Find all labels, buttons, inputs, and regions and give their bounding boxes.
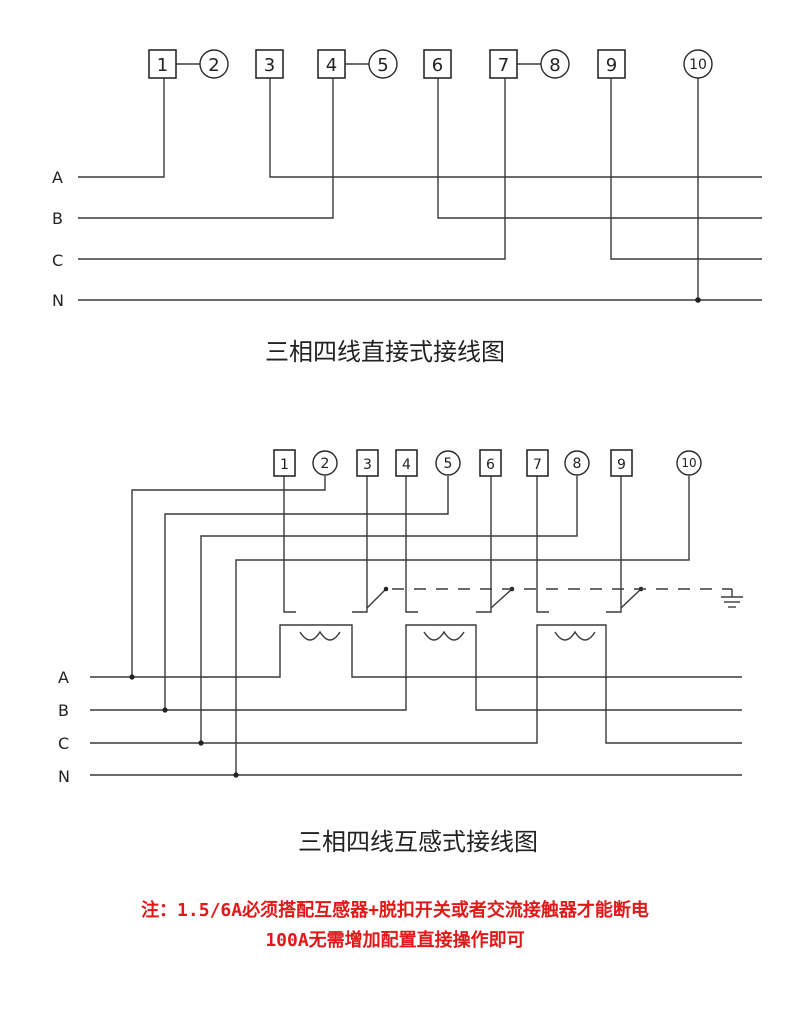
ground-link-b (490, 588, 513, 609)
phase-label-a: A (58, 668, 69, 687)
svg-text:5: 5 (444, 456, 453, 472)
svg-text:8: 8 (549, 55, 560, 76)
wire-b-out (437, 78, 762, 219)
voltage-tap-n (235, 476, 690, 775)
junction-dot (695, 297, 701, 303)
svg-text:2: 2 (321, 456, 330, 472)
ground-link-a (366, 588, 387, 609)
terminal-6: 6 (479, 449, 502, 477)
svg-text:1: 1 (157, 55, 168, 76)
terminal-7: 7 (526, 449, 549, 477)
phase-label-c: C (58, 734, 69, 753)
wire-b (90, 624, 742, 711)
wire-b-in (78, 78, 334, 219)
terminal-5: 5 (368, 49, 398, 79)
voltage-tap-c (200, 476, 578, 743)
svg-text:10: 10 (689, 57, 707, 73)
junction-dot (198, 740, 204, 746)
phase-label-a: A (52, 168, 63, 187)
voltage-tap-b (164, 476, 449, 710)
terminal-8: 8 (540, 49, 570, 79)
terminal-10: 10 (683, 49, 713, 79)
terminal-2: 2 (199, 49, 229, 79)
svg-text:9: 9 (617, 457, 626, 473)
ct-b-s1 (405, 476, 418, 613)
phase-label-b: B (52, 209, 63, 228)
voltage-tap-a (131, 476, 326, 677)
svg-text:10: 10 (681, 456, 696, 470)
junction-dot (383, 586, 389, 592)
ct-a-s2 (352, 476, 368, 613)
ct-b-s2 (476, 476, 492, 613)
terminal-1: 1 (148, 49, 177, 79)
wire-c-out (610, 78, 762, 260)
junction-dot (233, 772, 239, 778)
terminal-2: 2 (312, 450, 338, 476)
svg-text:6: 6 (486, 457, 495, 473)
diagram-title-ct: 三相四线互感式接线图 (298, 828, 538, 856)
wire-c (90, 624, 742, 744)
wire-c-in (78, 78, 506, 260)
note-line-2: 100A无需增加配置直接操作即可 (265, 930, 525, 951)
svg-text:2: 2 (208, 55, 219, 76)
ct-c-s2 (606, 476, 622, 613)
junction-dot (129, 674, 135, 680)
svg-text:9: 9 (606, 55, 617, 76)
svg-text:3: 3 (264, 55, 275, 76)
ct-wiring-diagram: A B C N (58, 449, 743, 856)
terminal-9: 9 (610, 449, 633, 477)
svg-text:7: 7 (498, 55, 509, 76)
terminal-8: 8 (564, 450, 590, 476)
direct-wiring-diagram: A B C N 1 2 3 4 (52, 49, 762, 366)
wire-a-out (269, 78, 762, 178)
terminal-4: 4 (395, 449, 418, 477)
wire-a (90, 624, 742, 678)
ct-coil-b (423, 630, 465, 641)
phase-label-n: N (58, 767, 70, 786)
svg-text:1: 1 (280, 457, 289, 473)
terminal-9: 9 (597, 49, 626, 79)
ground-icon (721, 589, 743, 608)
svg-text:5: 5 (377, 55, 388, 76)
ct-a-s1 (283, 476, 296, 613)
terminal-3: 3 (255, 49, 284, 79)
terminal-10: 10 (676, 450, 702, 476)
terminal-7: 7 (489, 49, 518, 79)
junction-dot (162, 707, 168, 713)
terminal-6: 6 (423, 49, 452, 79)
wire-a-in (78, 78, 165, 178)
phase-label-c: C (52, 251, 63, 270)
terminal-4: 4 (317, 49, 346, 79)
terminal-1: 1 (273, 449, 296, 477)
ground-link-c (620, 588, 642, 609)
svg-text:7: 7 (533, 457, 542, 473)
ct-coil-c (554, 630, 596, 641)
diagram-title-direct: 三相四线直接式接线图 (265, 338, 505, 366)
svg-text:8: 8 (573, 456, 582, 472)
phase-label-n: N (52, 291, 64, 310)
svg-text:4: 4 (326, 55, 337, 76)
svg-text:6: 6 (432, 55, 443, 76)
terminal-5: 5 (435, 450, 461, 476)
svg-text:4: 4 (402, 457, 411, 473)
terminal-3: 3 (356, 449, 379, 477)
note-line-1: 注：1.5/6A必须搭配互感器+脱扣开关或者交流接触器才能断电 (141, 900, 649, 921)
svg-text:3: 3 (363, 457, 372, 473)
phase-label-b: B (58, 701, 69, 720)
ct-c-s1 (536, 476, 549, 613)
ct-coil-a (299, 630, 341, 641)
